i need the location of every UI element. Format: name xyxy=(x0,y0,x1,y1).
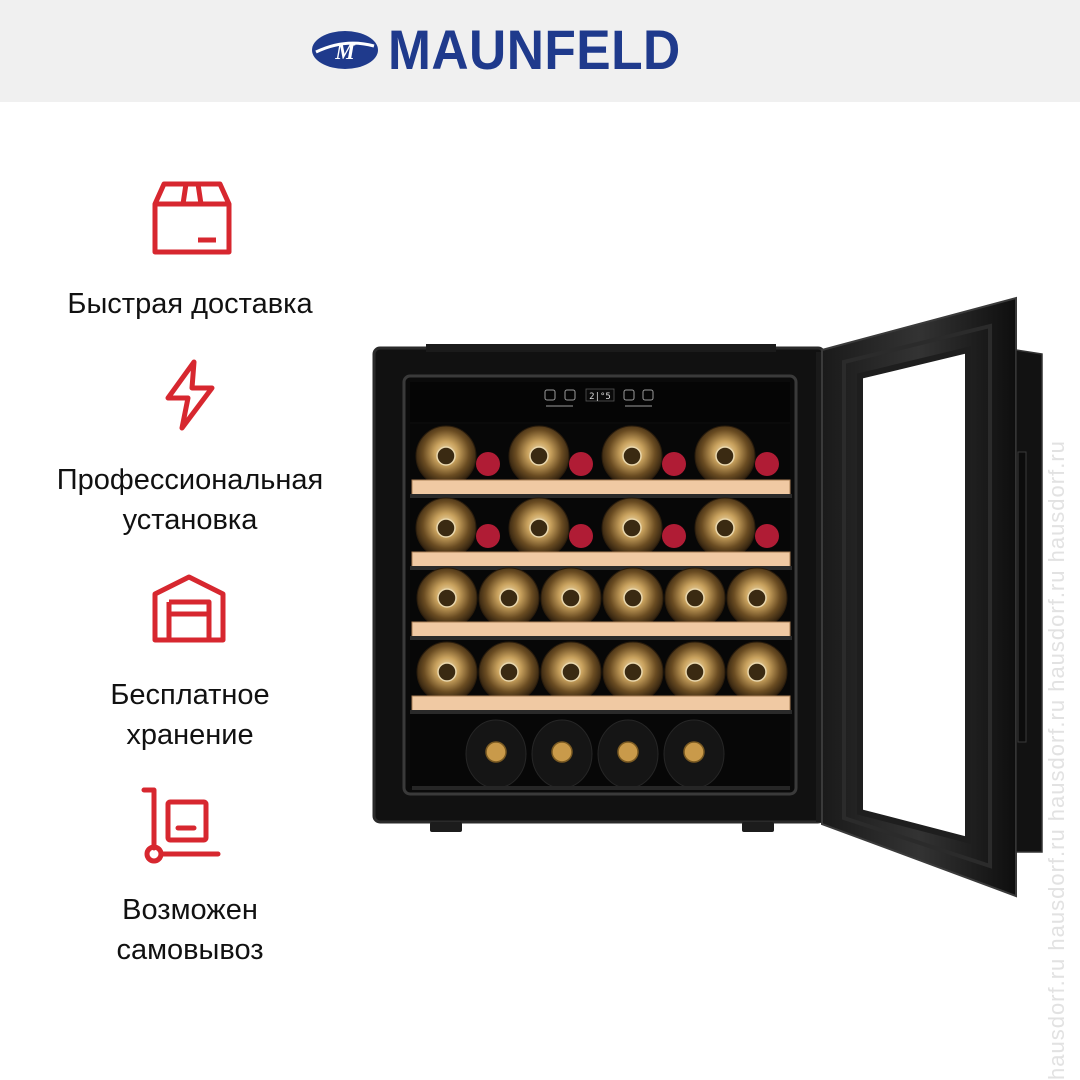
bottle-punt xyxy=(622,446,642,466)
bottle-punt xyxy=(561,588,581,608)
brand: M MAUNFELD xyxy=(310,18,706,81)
temperature-readout: 2|°5 xyxy=(589,392,611,402)
bottom-rail xyxy=(412,786,790,790)
bottle-punt xyxy=(623,588,643,608)
bottle-capsule xyxy=(569,524,593,548)
bottle-punt xyxy=(529,518,549,538)
shelf-rail xyxy=(410,566,792,570)
bottle-cap xyxy=(617,741,639,763)
bottle-capsule xyxy=(755,452,779,476)
bottle-capsule xyxy=(662,524,686,548)
bottle-capsule xyxy=(476,452,500,476)
bottle-punt xyxy=(623,662,643,682)
feature-label: Профессиональная установка xyxy=(56,464,324,536)
bottle-punt xyxy=(437,588,457,608)
maunfeld-logo-icon: M xyxy=(312,31,378,69)
bottle-punt xyxy=(437,662,457,682)
box-icon xyxy=(152,181,232,255)
bottle-punt xyxy=(499,662,519,682)
bottle-punt xyxy=(529,446,549,466)
bottle-punt xyxy=(747,662,767,682)
bottle-cap xyxy=(551,741,573,763)
bottle-capsule xyxy=(476,524,500,548)
warehouse-icon xyxy=(152,574,226,643)
bottle-punt xyxy=(436,446,456,466)
shelf-rail xyxy=(410,494,792,498)
bottle-punt xyxy=(622,518,642,538)
lightning-icon xyxy=(165,359,215,431)
bottle-punt xyxy=(747,588,767,608)
header-bar: M MAUNFELD xyxy=(0,0,1080,102)
watermark-text: hausdorf.ru hausdorf.ru hausdorf.ru haus… xyxy=(1044,440,1069,1080)
bottle-capsule xyxy=(755,524,779,548)
bottle-punt xyxy=(715,518,735,538)
bottle-capsule xyxy=(662,452,686,476)
wine-cooler-image: 2|°5 xyxy=(372,296,1043,898)
bottle-punt xyxy=(561,662,581,682)
hand-truck-icon xyxy=(141,787,221,864)
feature-label: Бесплатное хранение xyxy=(110,679,270,751)
watermark: hausdorf.ru hausdorf.ru hausdorf.ru haus… xyxy=(1038,0,1074,1080)
shelf-rail xyxy=(410,710,792,714)
wooden-shelf xyxy=(411,621,791,639)
bottle-cap xyxy=(485,741,507,763)
brand-name: MAUNFELD xyxy=(388,18,681,81)
wooden-shelf xyxy=(411,479,791,497)
bottle-punt xyxy=(685,588,705,608)
bottle-punt xyxy=(499,588,519,608)
feature-label: Возможен самовывоз xyxy=(116,894,264,966)
wooden-shelf xyxy=(411,695,791,713)
wooden-shelf xyxy=(411,551,791,569)
svg-text:M: M xyxy=(334,39,356,64)
bottle-capsule xyxy=(569,452,593,476)
bottle-cap xyxy=(683,741,705,763)
bottle-punt xyxy=(685,662,705,682)
feature-label: Быстрая доставка xyxy=(67,288,313,320)
bottle-punt xyxy=(436,518,456,538)
shelf-rail xyxy=(410,636,792,640)
bottle-punt xyxy=(715,446,735,466)
